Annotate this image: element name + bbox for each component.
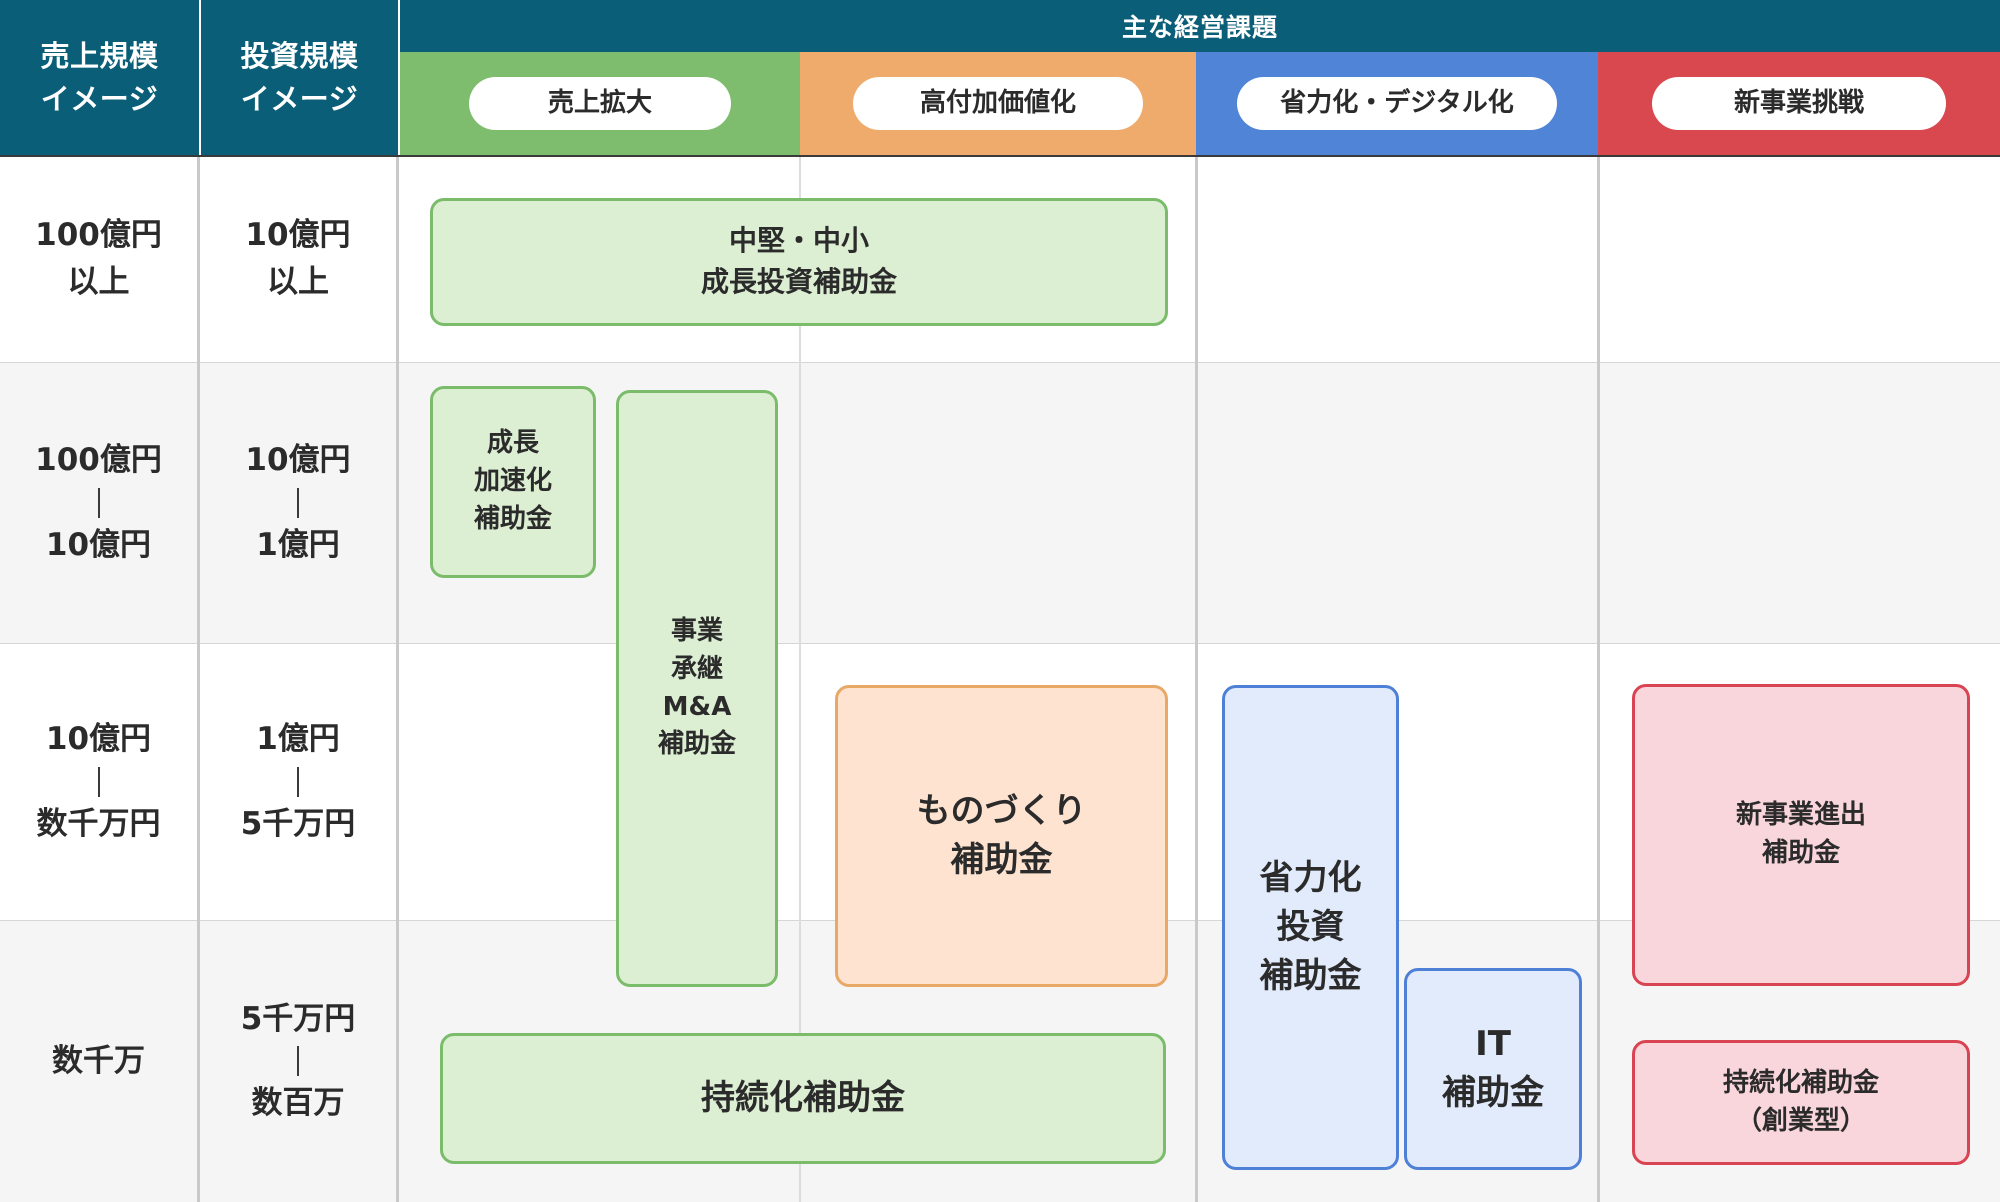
row-4-investment-line2: 数百万 [251,1085,345,1121]
header-investment-scale: 投資規模 イメージ [201,0,398,155]
subsidy-box-jizokuka[interactable]: 持続化補助金 [440,1033,1166,1164]
row-2-sales-label: 100億円 10億円 [0,362,197,643]
row-3-sales-line1: 10億円 [45,721,152,757]
category-pill-labor-saving-digital: 省力化・デジタル化 [1237,77,1557,130]
row-1-investment-line1: 10億円 [245,217,351,253]
row-2-sales-line1: 100億円 [35,442,162,478]
row-4-investment-line1: 5千万円 [240,1000,356,1037]
row-2-investment-label: 10億円 1億円 [200,362,396,643]
subsidy-box-monodukuri[interactable]: ものづくり補助金 [835,685,1168,987]
category-pill-sales-growth: 売上拡大 [469,77,731,130]
row-1-investment-label: 10億円 以上 [200,155,396,362]
row-3-sales-label: 10億円 数千万円 [0,643,197,920]
row-2-sales-line2: 10億円 [45,526,152,563]
row-2-investment-range-dash [297,487,299,518]
header-divider-1 [199,0,201,155]
header-investment-scale-line2: イメージ [240,81,359,116]
category-pill-value-added: 高付加価値化 [853,77,1143,130]
row-3-sales-range-dash [97,766,100,797]
grid-line-row2-bottom [0,643,2000,644]
grid-vline-blue-red [1597,157,1600,1202]
header-sales-scale: 売上規模 イメージ [0,0,199,155]
row-3-investment-label: 1億円 5千万円 [200,643,396,920]
row-3-sales-line2: 数千万円 [36,805,161,842]
row-4-sales-label: 数千万 [0,920,197,1202]
grid-vline-col1 [197,157,200,1202]
row-4-sales-line1: 数千万 [52,1042,145,1079]
subsidy-box-shoryokuka-toshi[interactable]: 省力化投資補助金 [1222,685,1399,1170]
row-2-investment-line2: 1億円 [256,526,340,563]
row-1-sales-label: 100億円 以上 [0,155,197,362]
category-header-value-added[interactable]: 高付加価値化 [800,52,1196,155]
row-3-investment-line1: 1億円 [256,721,340,757]
row-2-sales-range-dash [97,487,100,518]
grid-line-header-bottom [0,155,2000,157]
category-header-new-business[interactable]: 新事業挑戦 [1598,52,2000,155]
grid-vline-green-orange [799,157,801,1202]
row-3-investment-range-dash [297,766,299,797]
row-3-investment-line2: 5千万円 [240,805,356,842]
row-1-sales-line1: 100億円 [35,217,162,253]
subsidy-box-jizokuka-sogyo[interactable]: 持続化補助金（創業型） [1632,1040,1970,1165]
header-divider-2 [398,0,400,155]
row-band-2 [0,362,2000,643]
header-investment-scale-line1: 投資規模 [240,39,359,74]
row-4-investment-label: 5千万円 数百万 [200,920,396,1202]
row-1-investment-line2: 以上 [267,263,329,300]
category-header-labor-saving-digital[interactable]: 省力化・デジタル化 [1196,52,1598,155]
header-sales-scale-line1: 売上規模 [40,39,159,74]
subsidy-box-shin-jigyo-shinshutsu[interactable]: 新事業進出補助金 [1632,684,1970,986]
subsidy-box-seicho-kasokuka[interactable]: 成長加速化補助金 [430,386,596,578]
category-header-sales-growth[interactable]: 売上拡大 [400,52,800,155]
header-main-title: 主な経営課題 [1121,13,1278,42]
grid-vline-orange-blue [1195,157,1198,1202]
header-sales-scale-line2: イメージ [40,81,159,116]
row-4-investment-range-dash [297,1046,299,1076]
category-pill-new-business: 新事業挑戦 [1652,77,1946,130]
row-2-investment-line1: 10億円 [245,442,351,478]
subsidy-box-chuken-chusho[interactable]: 中堅・中小成長投資補助金 [430,198,1168,326]
grid-vline-col2 [396,157,399,1202]
row-1-sales-line2: 以上 [67,263,130,300]
grid-line-row1-bottom [0,362,2000,363]
